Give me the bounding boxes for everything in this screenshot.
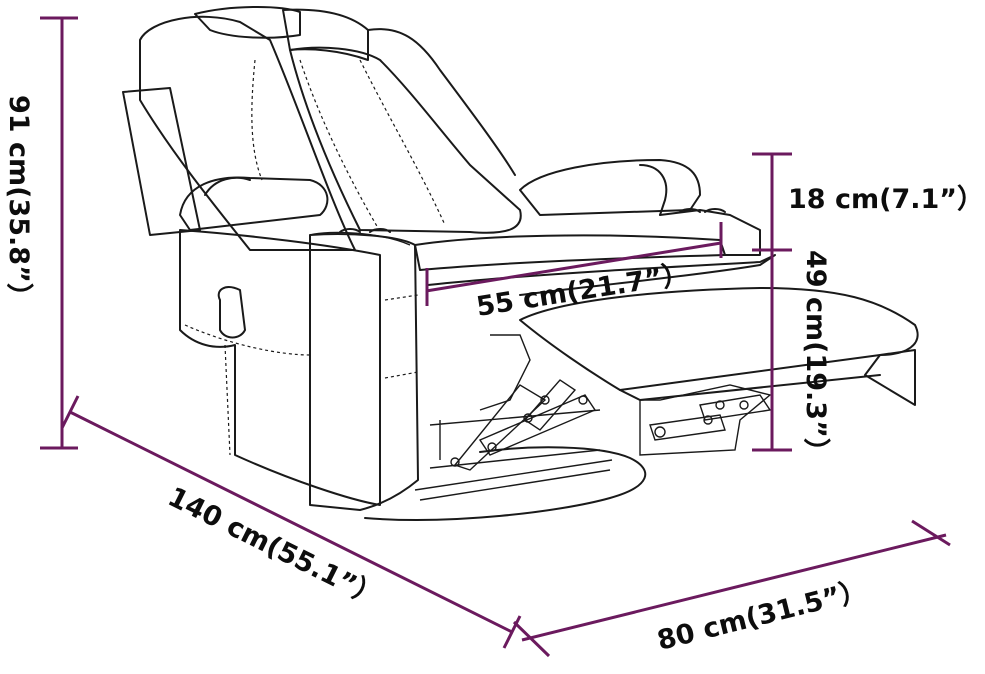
recliner-mechanism [429, 334, 772, 471]
seat-height-label: 49 cm(19.3”） [800, 250, 831, 465]
recliner-chair-illustration [122, 5, 919, 521]
width-dimension-line [521, 533, 947, 642]
seat-cushion [414, 234, 726, 271]
length-dimension-line [69, 410, 513, 634]
seat-depth-dimension-line [425, 241, 722, 293]
dimension-lines [40, 16, 951, 658]
swivel-base [364, 446, 647, 521]
length-label: 140 cm(55.1”） [163, 482, 386, 614]
armrest-height-label: 18 cm(7.1”） [788, 184, 984, 215]
width-label: 80 cm(31.5”） [654, 575, 870, 657]
right-armrest [519, 159, 761, 256]
left-armrest [179, 176, 419, 511]
height-label: 91 cm(35.8”） [3, 95, 34, 310]
seat-depth-label: 55 cm(21.7”） [474, 259, 691, 323]
dimension-labels: 91 cm(35.8”） 140 cm(55.1”） 80 cm(31.5”） … [3, 95, 984, 657]
backrest [122, 5, 522, 251]
